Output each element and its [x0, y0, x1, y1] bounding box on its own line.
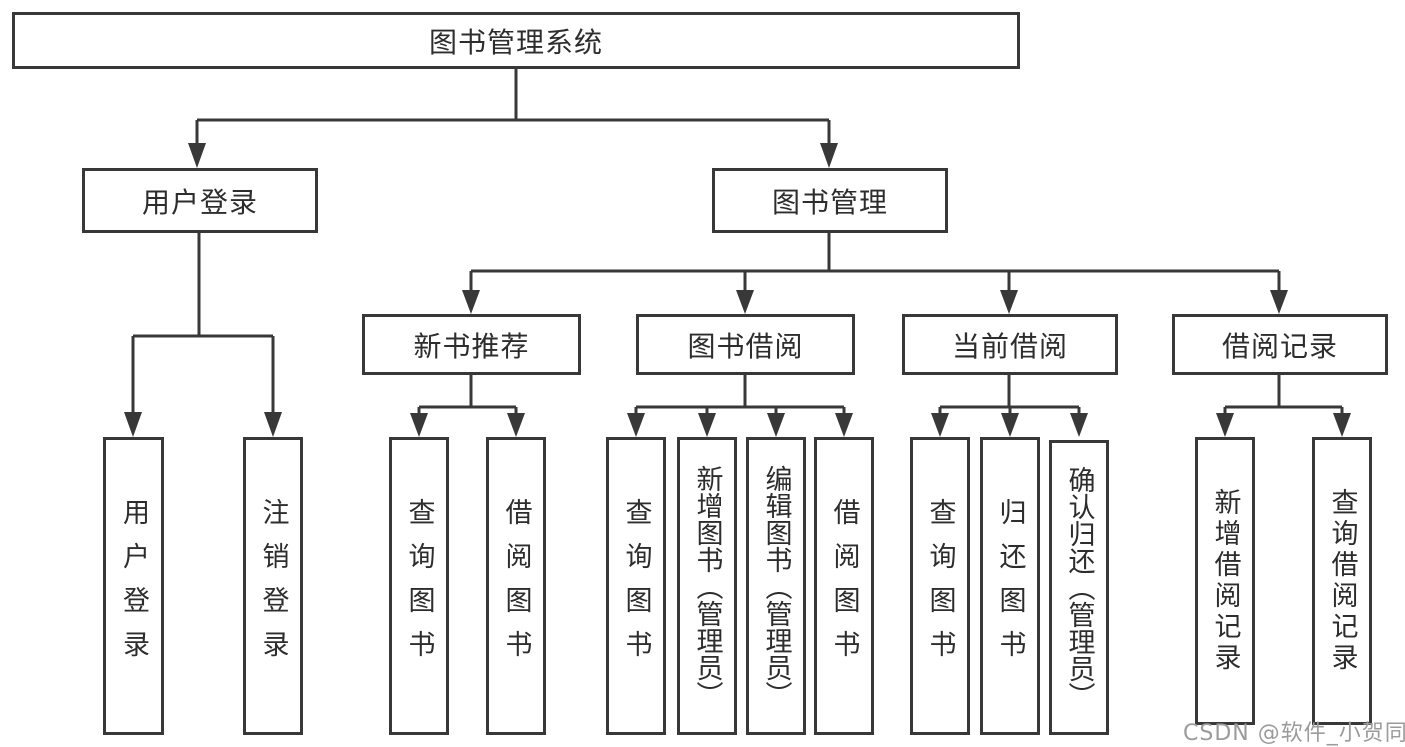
node-book-management: 图书管理 — [712, 168, 948, 233]
leaf-user-login: 用户登录 — [103, 437, 164, 735]
node-current-borrowing: 当前借阅 — [902, 314, 1118, 375]
leaf-borrowing-edit-book-admin-label: 编辑图书（管理员） — [760, 464, 792, 708]
leaf-logout: 注销登录 — [243, 437, 303, 735]
leaf-borrowing-query-books-label: 查询图书 — [620, 498, 652, 674]
node-book-borrowing-label: 图书借阅 — [687, 329, 804, 363]
node-borrowing-records-label: 借阅记录 — [1221, 329, 1338, 363]
leaf-current-return-books: 归还图书 — [980, 437, 1040, 735]
node-new-book-recommendation: 新书推荐 — [362, 314, 581, 375]
leaf-borrowing-query-books: 查询图书 — [606, 437, 666, 735]
leaf-borrowing-borrow-books-label: 借阅图书 — [828, 498, 860, 674]
leaf-borrowing-add-book-admin: 新增图书（管理员） — [677, 437, 737, 735]
leaf-records-add-record-label: 新增借阅记录 — [1209, 488, 1241, 674]
leaf-records-query-record-label: 查询借阅记录 — [1326, 488, 1358, 674]
node-library-system-label: 图书管理系统 — [428, 25, 603, 59]
node-user-login: 用户登录 — [82, 168, 318, 233]
leaf-records-query-record: 查询借阅记录 — [1312, 437, 1372, 725]
leaf-recommend-query-books-label: 查询图书 — [403, 498, 435, 674]
node-user-login-label: 用户登录 — [141, 185, 258, 219]
leaf-current-confirm-return-admin: 确认归还（管理员） — [1049, 440, 1109, 735]
leaf-recommend-borrow-books-label: 借阅图书 — [500, 498, 532, 674]
watermark: CSDN @软件_小贺同学 — [1183, 721, 1405, 746]
leaf-recommend-borrow-books: 借阅图书 — [486, 437, 546, 735]
node-new-book-recommendation-label: 新书推荐 — [413, 329, 530, 363]
leaf-borrowing-borrow-books: 借阅图书 — [814, 437, 874, 735]
node-current-borrowing-label: 当前借阅 — [951, 329, 1068, 363]
node-library-system: 图书管理系统 — [12, 12, 1020, 69]
leaf-current-confirm-return-admin-label: 确认归还（管理员） — [1063, 466, 1095, 709]
leaf-borrowing-add-book-admin-label: 新增图书（管理员） — [691, 464, 723, 708]
leaf-current-return-books-label: 归还图书 — [994, 498, 1026, 674]
leaf-current-query-books-label: 查询图书 — [924, 498, 956, 674]
node-borrowing-records: 借阅记录 — [1172, 314, 1388, 375]
node-book-borrowing: 图书借阅 — [636, 314, 855, 375]
leaf-current-query-books: 查询图书 — [910, 437, 970, 735]
leaf-records-add-record: 新增借阅记录 — [1195, 437, 1255, 725]
leaf-borrowing-edit-book-admin: 编辑图书（管理员） — [746, 437, 806, 735]
node-book-management-label: 图书管理 — [771, 185, 888, 219]
leaf-user-login-label: 用户登录 — [118, 498, 149, 674]
leaf-logout-label: 注销登录 — [257, 498, 289, 674]
leaf-recommend-query-books: 查询图书 — [389, 437, 449, 735]
